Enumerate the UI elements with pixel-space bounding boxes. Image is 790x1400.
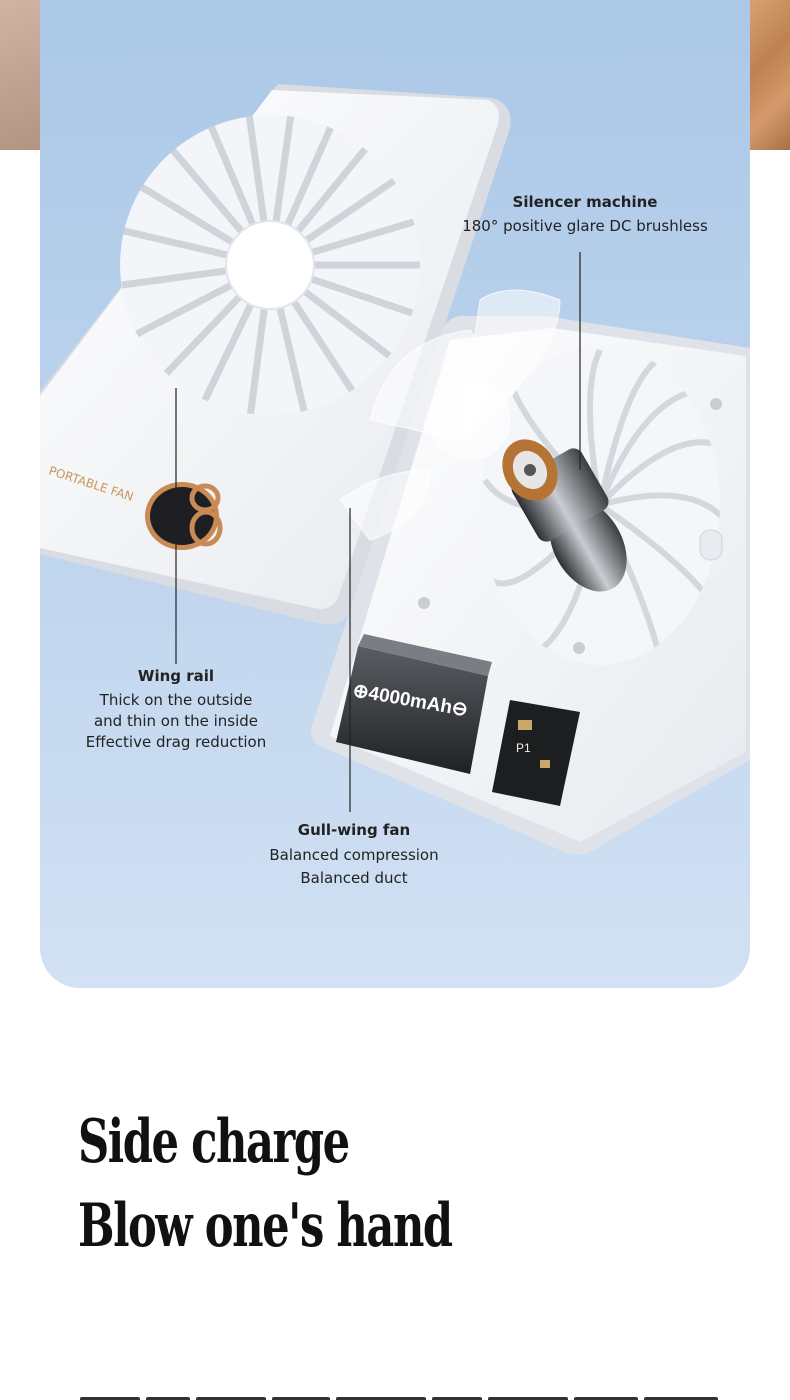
fan-illustration: PORTABLE FAN [40,84,750,855]
front-fan-grille [120,115,420,415]
background-photo-right [750,0,790,150]
gull-wing-desc-2: Balanced duct [300,869,408,887]
front-fan-body: PORTABLE FAN [40,84,511,625]
chip-label: P1 [516,741,531,755]
cut-off-paragraph [80,1388,760,1400]
circuit-board: P1 [492,700,580,806]
silencer-title: Silencer machine [512,193,658,211]
feature-headline: Side charge Blow one's hand [78,1100,453,1268]
gull-wing-fan-label: Gull-wing fan Balanced compression Balan… [252,820,456,889]
silencer-machine-label: Silencer machine 180° positive glare DC … [440,192,730,237]
gull-wing-desc-1: Balanced compression [269,846,439,864]
wing-rail-desc-2: and thin on the inside [93,712,259,730]
wing-rail-desc-1: Thick on the outside [99,691,253,709]
background-photo-left [0,0,40,150]
headline-line-1: Side charge [78,1107,350,1177]
battery-pack: ⊕4000mAh⊖ [336,634,492,774]
wing-rail-desc-3: Effective drag reduction [85,733,267,751]
wing-rail-title: Wing rail [137,667,215,685]
product-panel: PORTABLE FAN [40,0,750,988]
power-button [145,482,223,550]
gull-wing-title: Gull-wing fan [297,821,411,839]
headline-line-2: Blow one's hand [78,1191,453,1261]
gull-wing-blades [339,289,561,541]
wing-rail-label: Wing rail Thick on the outside and thin … [76,666,276,753]
dc-brushless-motor [502,439,627,592]
silencer-desc: 180° positive glare DC brushless [462,217,708,235]
